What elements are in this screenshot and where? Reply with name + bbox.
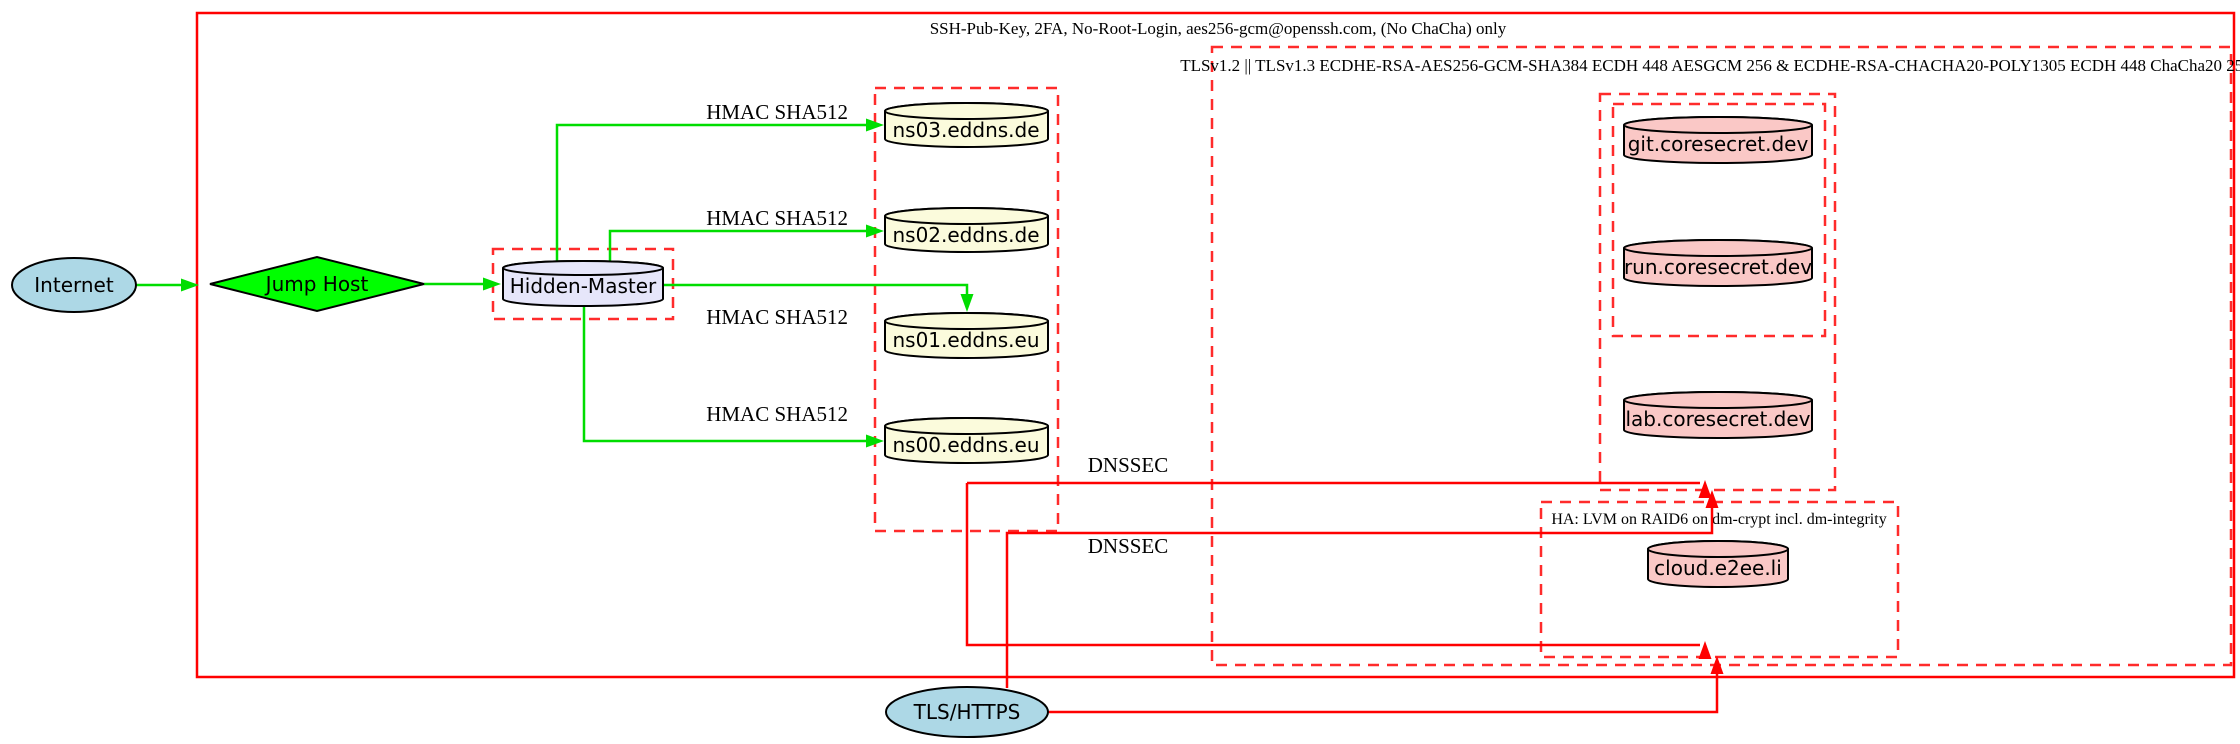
node-ns00-label: ns00.eddns.eu [892, 433, 1039, 457]
ns00-cylinder-rim [884, 417, 1049, 435]
edge-hiddenmaster-to-ns03 [555, 123, 866, 262]
arrowhead-tlshttps-ha-icon [1710, 656, 1724, 674]
edge-hiddenmaster-to-ns01 [663, 283, 969, 294]
node-ns02: ns02.eddns.de [884, 207, 1049, 253]
node-ns00: ns00.eddns.eu [884, 417, 1049, 464]
node-cloud-label: cloud.e2ee.li [1654, 556, 1782, 580]
node-ns01-label: ns01.eddns.eu [892, 328, 1039, 352]
edge-tlshttps-to-ha [1047, 674, 1719, 714]
red-arrowheads [1698, 480, 1724, 674]
ns01-cylinder-rim [884, 312, 1049, 330]
arrowhead-dnssec-coresecret-icon [1698, 480, 1712, 498]
run-cylinder-rim [1623, 239, 1813, 257]
edge-tlshttps-to-coresecret [1005, 508, 1714, 688]
node-jump-host-label: Jump Host [264, 272, 369, 296]
lab-cylinder-rim [1623, 391, 1813, 409]
node-hidden-master-label: Hidden-Master [510, 274, 657, 298]
cluster-ssh-label: SSH-Pub-Key, 2FA, No-Root-Login, aes256-… [930, 19, 1507, 38]
ns03-cylinder-rim [884, 102, 1049, 120]
red-edges [965, 481, 1719, 714]
cluster-ha-border [1539, 500, 1900, 659]
node-internet: Internet [11, 257, 137, 313]
node-lab-label: lab.coresecret.dev [1625, 407, 1810, 431]
edge-label-hmac-ns01: HMAC SHA512 [706, 305, 848, 329]
node-git-label: git.coresecret.dev [1628, 132, 1809, 156]
edge-label-hmac-ns02: HMAC SHA512 [706, 206, 848, 230]
node-ns03: ns03.eddns.de [884, 102, 1049, 148]
green-edges [136, 123, 969, 443]
cluster-ha-label: HA: LVM on RAID6 on dm-crypt incl. dm-in… [1551, 511, 1886, 528]
arrowhead-tlshttps-coresecret-icon [1705, 490, 1719, 508]
edge-label-dnssec-1: DNSSEC [1088, 453, 1169, 477]
edge-hiddenmaster-to-ns00 [582, 304, 866, 443]
internet-ellipse-shape [11, 257, 137, 313]
arrowhead-into-ns00-icon [866, 434, 884, 448]
arrowhead-into-ssh-cluster-icon [181, 278, 199, 292]
node-run-label: run.coresecret.dev [1624, 255, 1812, 279]
node-cloud: cloud.e2ee.li [1647, 540, 1789, 588]
node-internet-label: Internet [34, 273, 114, 297]
cloud-cylinder-rim [1647, 540, 1789, 558]
ns02-cylinder-rim [884, 207, 1049, 225]
cluster-ssh-border [195, 11, 2236, 679]
tls-https-ellipse-shape [885, 686, 1049, 738]
arrowhead-dnssec-ha-icon [1698, 641, 1712, 659]
node-run: run.coresecret.dev [1623, 239, 1813, 287]
edge-label-hmac-ns00: HMAC SHA512 [706, 402, 848, 426]
arrowhead-into-ns01-icon [960, 294, 974, 312]
edge-dnssec-to-ha [965, 483, 1700, 647]
node-ns02-label: ns02.eddns.de [892, 223, 1039, 247]
arrowhead-into-ns02-icon [866, 224, 884, 238]
cluster-nameservers-border [873, 86, 1060, 533]
cluster-gitrun-border [1611, 102, 1827, 338]
node-jump-host: Jump Host [209, 255, 425, 313]
cluster-tls: TLSv1.2 || TLSv1.3 ECDHE-RSA-AES256-GCM-… [1180, 45, 2240, 667]
node-tls-https: TLS/HTTPS [885, 686, 1049, 738]
git-cylinder-rim [1623, 116, 1813, 134]
edge-label-hmac-ns03: HMAC SHA512 [706, 100, 848, 124]
green-arrowheads [181, 118, 974, 448]
arrowhead-into-ns03-icon [866, 118, 884, 132]
edge-label-dnssec-2: DNSSEC [1088, 534, 1169, 558]
node-ns01: ns01.eddns.eu [884, 312, 1049, 359]
node-hidden-master: Hidden-Master [502, 260, 664, 307]
cluster-tls-border [1210, 45, 2233, 667]
cluster-coresecret-border [1598, 92, 1837, 492]
cluster-tls-label: TLSv1.2 || TLSv1.3 ECDHE-RSA-AES256-GCM-… [1180, 56, 2240, 75]
node-lab: lab.coresecret.dev [1623, 391, 1813, 439]
cluster-ha: HA: LVM on RAID6 on dm-crypt incl. dm-in… [1539, 500, 1900, 659]
edge-hiddenmaster-to-ns02 [608, 229, 866, 262]
cluster-ssh: SSH-Pub-Key, 2FA, No-Root-Login, aes256-… [195, 11, 2236, 679]
node-git: git.coresecret.dev [1623, 116, 1813, 164]
arrowhead-into-hiddenmaster-icon [483, 277, 501, 291]
jump-host-diamond-shape [209, 255, 425, 313]
node-tls-https-label: TLS/HTTPS [913, 700, 1021, 724]
node-ns03-label: ns03.eddns.de [892, 118, 1039, 142]
hidden-master-cylinder-rim [502, 260, 664, 276]
